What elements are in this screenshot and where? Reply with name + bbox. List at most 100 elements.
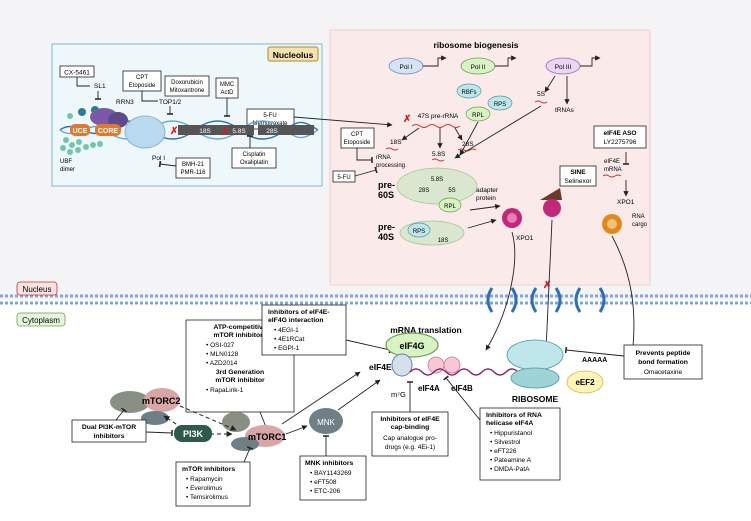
rpl-node <box>465 106 491 122</box>
gene-block-x1: ✗ <box>170 126 178 137</box>
fu-line1: 5-FU <box>263 113 276 119</box>
pre60s-5s: 5S <box>448 188 455 194</box>
pre40s-line1: pre- <box>378 222 395 232</box>
polya-label: AAAAA <box>582 357 607 364</box>
mtorc2-to-mtorc1 <box>179 405 237 431</box>
5s-to-assembly <box>454 105 542 159</box>
interaction-inhibitors-box <box>261 304 347 356</box>
mnk-inh-item-1: • eFT508 <box>310 479 337 486</box>
pol2-promoter-arrow <box>495 55 517 67</box>
eif4e-mrna-line1: eIF4E <box>604 159 620 165</box>
eif4e-mrna <box>602 174 622 178</box>
interaction-title-line2: eIF4G interaction <box>268 317 324 324</box>
pi3k-label: PI3K <box>183 429 204 439</box>
mnk-label: MNK <box>317 418 335 427</box>
helicase-item-3: • Pateamine A <box>490 457 532 464</box>
helicase-title-line2: helicase eIF4A <box>486 420 533 427</box>
gene-block-x2: ✗ <box>221 127 229 138</box>
rdna-gene <box>178 125 254 135</box>
translation-title: mRNA translation <box>390 325 461 335</box>
cytoplasm-tab <box>16 312 66 327</box>
core-element <box>95 124 121 136</box>
biogenesis-title: ribosome biogenesis <box>433 40 518 50</box>
r58-rna <box>431 158 445 162</box>
pre60s-rpl-label: RPL <box>444 204 456 210</box>
mtor-inh-item-0: • Rapamycin <box>186 476 223 483</box>
doxo-line1: Doxorubicin <box>171 80 203 86</box>
pol3-promoter-arrow <box>580 55 601 67</box>
rbfs-label: RBFs <box>462 90 477 96</box>
pre60s-line1: pre- <box>378 180 395 190</box>
mnk-inh-title: MNK inhibitors <box>305 460 354 467</box>
ubf-line1: UBF <box>60 159 72 165</box>
pre40s-rps <box>407 222 431 238</box>
ubf-line2: dimer <box>60 167 75 173</box>
atp-item-2: • AZD2014 <box>206 360 238 367</box>
mtorc2-complex <box>110 388 180 425</box>
fu-arrow <box>293 116 393 128</box>
eif4b-protein <box>443 356 461 374</box>
pre40-to-xpo1 <box>467 218 497 229</box>
gen3-title-line1: 3rd Generation <box>216 369 264 376</box>
pre60s-28s: 28S <box>419 188 430 194</box>
atp-item-0: • OSI-027 <box>206 342 235 349</box>
processing-line1: rRNA <box>376 155 391 161</box>
xpo1-export-arrow <box>485 231 516 351</box>
cpt-line <box>141 91 158 102</box>
eif4g-protein <box>385 332 439 358</box>
helicase-box <box>479 407 561 481</box>
helicase-item-4: • DMDA-PatA <box>490 466 530 473</box>
biogenesis-panel <box>329 29 651 286</box>
r58-label: 5.8S <box>432 151 446 158</box>
ribosome-label: RIBOSOME <box>512 394 559 404</box>
rdna-gene-28 <box>258 125 314 135</box>
pi3k-node <box>174 425 212 442</box>
nuclear-membrane <box>0 294 751 305</box>
omacetaxine-inhibition <box>564 346 625 357</box>
eif4g-label: eIF4G <box>399 341 424 351</box>
eif4e-mrna-line2: mRNA <box>604 167 622 173</box>
mnk-node <box>309 408 343 434</box>
mtorc1-to-mnk <box>285 425 308 435</box>
ribosome-small-subunit <box>510 367 560 389</box>
interaction-inhibition <box>345 339 392 354</box>
helicase-inhibition <box>443 375 481 421</box>
pre47-block-x: ✗ <box>403 114 411 125</box>
rbfs-node <box>456 83 482 99</box>
mnk-inhibitors-box <box>299 455 367 501</box>
pre60-to-xpo1 <box>469 203 501 211</box>
dual-line2: inhibitors <box>94 433 125 440</box>
capbinding-title-line1: Inhibitors of eIF4E <box>380 416 440 423</box>
pol1-promoter-arrow <box>423 55 447 67</box>
helicase-item-2: • eFT226 <box>490 448 517 455</box>
capbinding-box <box>371 411 449 457</box>
atp-title-line2: mTOR inhibitors <box>213 332 266 339</box>
capbinding-title-line2: cap-binding <box>391 424 430 431</box>
eif4e-label: eIF4E <box>369 362 392 372</box>
eef2-label: eEF2 <box>575 378 595 387</box>
bmh-box <box>175 157 211 179</box>
pol1-label: Pol I <box>152 155 165 162</box>
prevents-box <box>623 344 703 380</box>
dual-to-mtorc2 <box>115 407 127 421</box>
selinexor-molecule <box>540 188 562 200</box>
rrn3-label: RRN3 <box>116 99 134 106</box>
prevents-line2: bond formation <box>638 359 688 366</box>
eef2-protein <box>566 370 604 394</box>
eif4a-label: eIF4A <box>418 384 440 393</box>
mtor-inhibitors-box <box>175 461 251 507</box>
ribosome-large-subunit <box>506 339 564 371</box>
pol3-node-label: Pol III <box>555 64 572 71</box>
r18-label: 18S <box>390 139 402 146</box>
cx5461-line <box>76 77 90 87</box>
gene-28s: 28S <box>266 128 278 135</box>
eif4e-protein <box>391 353 413 377</box>
core-label: CORE <box>98 128 119 135</box>
pre47-rna <box>411 124 461 128</box>
adapter-line2: protein <box>476 195 496 202</box>
nucleus-label: Nucleus <box>23 285 52 294</box>
pre60s-rpl <box>438 197 462 213</box>
pre60s-58s: 5.8S <box>431 177 443 183</box>
r5-label: 5S <box>537 91 546 98</box>
cpt2-line2: Etoposide <box>344 140 371 146</box>
